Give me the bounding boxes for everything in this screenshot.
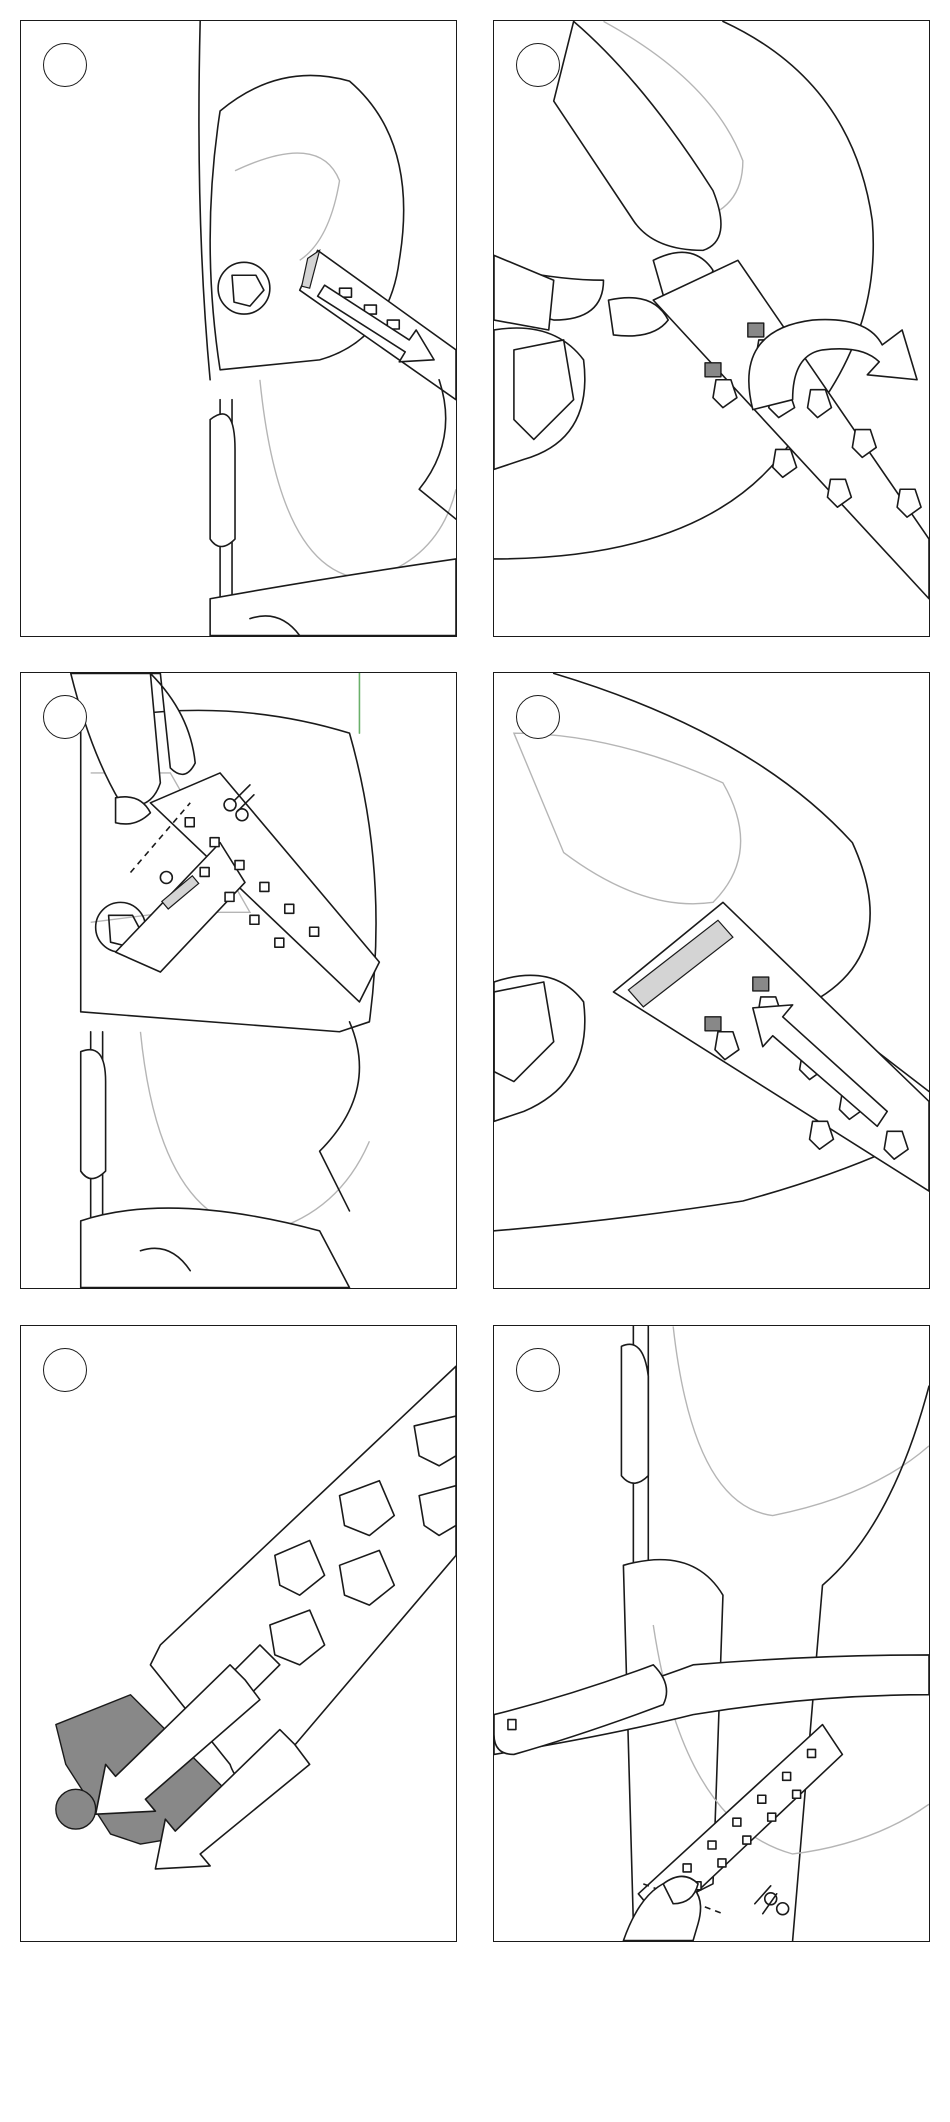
illustration-mark-and-cut-strap — [21, 673, 456, 1288]
step-marker-3 — [43, 695, 87, 739]
instruction-panel-6 — [493, 1325, 930, 1942]
instruction-panel-1 — [20, 20, 457, 637]
strap — [613, 902, 929, 1191]
scissors-icon — [755, 1886, 789, 1915]
instruction-panel-2 — [493, 20, 930, 637]
step-marker-6 — [516, 1348, 560, 1392]
strap — [653, 260, 929, 598]
instruction-panel-4 — [493, 672, 930, 1289]
step-marker-4 — [516, 695, 560, 739]
illustration-trim-lower-strap — [494, 1326, 929, 1941]
curved-arrow-icon — [749, 320, 917, 410]
illustration-attach-strap-end — [21, 1326, 456, 1941]
illustration-slide-strap-back — [494, 673, 929, 1288]
step-marker-1 — [43, 43, 87, 87]
illustration-fold-strap-over — [494, 21, 929, 636]
instruction-panel-5 — [20, 1325, 457, 1942]
illustration-adjust-strap-pull — [21, 21, 456, 636]
step-marker-2 — [516, 43, 560, 87]
step-marker-5 — [43, 1348, 87, 1392]
instruction-panel-3 — [20, 672, 457, 1289]
